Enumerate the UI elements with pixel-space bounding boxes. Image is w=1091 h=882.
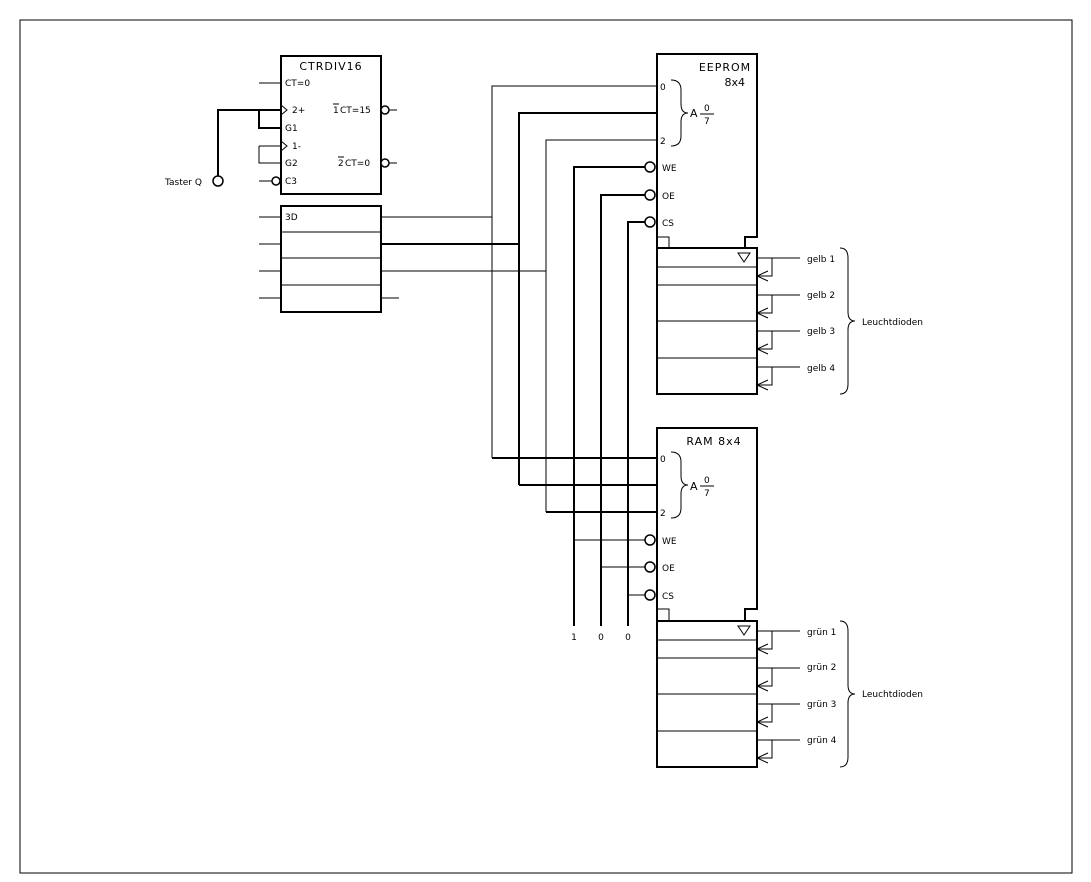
control-level-oe: 0 bbox=[598, 633, 604, 643]
eeprom-addr-num: 0 bbox=[704, 104, 710, 114]
ram-addr-den: 7 bbox=[704, 489, 710, 499]
eeprom-addr-low: 0 bbox=[660, 83, 666, 93]
eeprom-chip: EEPROM 8x4 0 2 A 0 7 WE OE CS bbox=[644, 53, 758, 395]
counter-body bbox=[280, 55, 382, 195]
eeprom-addr-brace bbox=[670, 79, 689, 147]
button-terminal bbox=[212, 175, 224, 187]
counter-title: CTRDIV16 bbox=[299, 60, 362, 73]
eeprom-led-group-label: Leuchtdioden bbox=[862, 318, 923, 328]
eeprom-subtitle: 8x4 bbox=[724, 76, 745, 89]
control-level-cs: 0 bbox=[625, 633, 631, 643]
ram-addr-num: 0 bbox=[704, 476, 710, 486]
counter-register bbox=[280, 205, 382, 313]
pin-c3-label: C3 bbox=[285, 177, 297, 187]
led-gelb-2: gelb 2 bbox=[807, 291, 835, 301]
led-gruen-1: grün 1 bbox=[807, 628, 836, 638]
c3-inversion-bubble bbox=[271, 176, 281, 186]
pin-3d-label: 3D bbox=[285, 213, 298, 223]
eeprom-addr-high: 2 bbox=[660, 137, 666, 147]
ram-chip: RAM 8x4 0 2 A 0 7 WE OE CS bbox=[644, 427, 758, 768]
eeprom-title: EEPROM bbox=[699, 61, 751, 74]
ram-addr-high: 2 bbox=[660, 509, 666, 519]
eeprom-oe-label: OE bbox=[662, 192, 675, 202]
ram-cs-label: CS bbox=[662, 592, 674, 602]
ram-leds: grün 1 grün 2 grün 3 grün 4 Leuchtdioden bbox=[755, 620, 923, 768]
eeprom-tristate-triangle bbox=[737, 252, 751, 263]
led-gruen-4: grün 4 bbox=[807, 736, 837, 746]
pin-1minus-label: 1- bbox=[292, 142, 301, 152]
control-lines: 1 0 0 bbox=[571, 166, 645, 643]
pin-2plus-label: 2+ bbox=[292, 106, 305, 116]
eeprom-addr-den: 7 bbox=[704, 117, 710, 127]
ram-addr-brace bbox=[670, 451, 689, 519]
clock-triangle-1 bbox=[280, 140, 288, 152]
eeprom-cs-label: CS bbox=[662, 219, 674, 229]
led-gruen-2: grün 2 bbox=[807, 663, 836, 673]
eeprom-led-brace bbox=[839, 247, 856, 395]
ram-addr-prefix: A bbox=[690, 480, 698, 493]
led-gelb-1: gelb 1 bbox=[807, 255, 835, 265]
ram-oe-label: OE bbox=[662, 564, 675, 574]
pin-out15-prefix: 1 bbox=[333, 106, 339, 116]
button-taster-q: Taster Q bbox=[164, 109, 281, 188]
eeprom-we-label: WE bbox=[662, 164, 677, 174]
ram-addr-low: 0 bbox=[660, 455, 666, 465]
led-gruen-3: grün 3 bbox=[807, 700, 836, 710]
led-gelb-3: gelb 3 bbox=[807, 327, 835, 337]
eeprom-addr-prefix: A bbox=[690, 107, 698, 120]
pin-g1-label: G1 bbox=[285, 124, 298, 134]
pin-g2-label: G2 bbox=[285, 159, 298, 169]
outer-frame bbox=[19, 19, 1073, 874]
control-level-we: 1 bbox=[571, 633, 577, 643]
address-bus bbox=[381, 85, 657, 513]
pin-out0-label: CT=0 bbox=[345, 159, 370, 169]
ram-led-group-label: Leuchtdioden bbox=[862, 690, 923, 700]
led-gelb-4: gelb 4 bbox=[807, 364, 835, 374]
eeprom-leds: gelb 1 gelb 2 gelb 3 gelb 4 Leuchtdioden bbox=[755, 247, 923, 395]
ram-led-brace bbox=[839, 620, 856, 768]
pin-out0-prefix: 2 bbox=[338, 159, 344, 169]
clock-triangle-2 bbox=[280, 104, 288, 116]
counter-ctrdiv16: CTRDIV16 CT=0 2+ G1 1- G2 C3 1 CT=15 2 C… bbox=[258, 55, 399, 313]
button-label: Taster Q bbox=[164, 178, 202, 188]
pin-out15-label: CT=15 bbox=[340, 106, 371, 116]
ram-title: RAM 8x4 bbox=[686, 435, 741, 448]
ram-tristate-triangle bbox=[737, 625, 751, 636]
ram-we-label: WE bbox=[662, 537, 677, 547]
pin-ct0-label: CT=0 bbox=[285, 79, 310, 89]
